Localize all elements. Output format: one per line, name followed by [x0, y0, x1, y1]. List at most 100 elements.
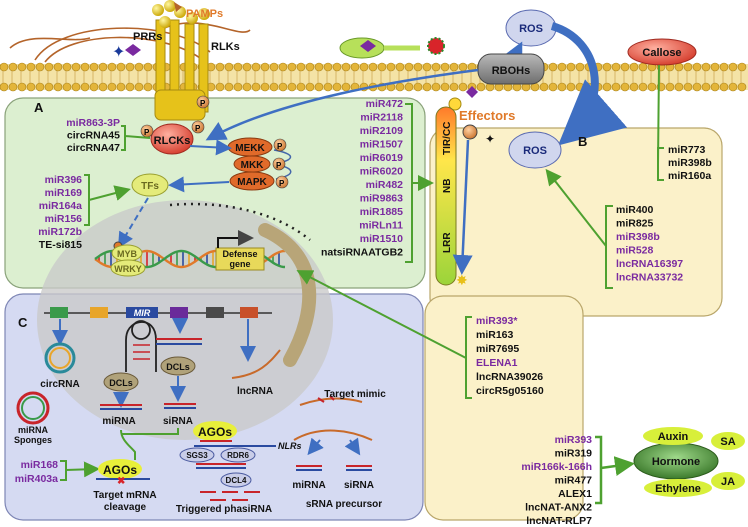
lipid-head — [296, 82, 306, 92]
lipid-head — [620, 82, 630, 92]
mekk-label: MEKK — [235, 143, 265, 154]
rlcks-label: RLCKs — [154, 135, 191, 147]
sa-label: SA — [720, 436, 735, 448]
phosphate-label: P — [276, 161, 282, 170]
lipid-head — [458, 82, 468, 92]
nlrs-label: NLRs — [278, 441, 302, 451]
lipid-head — [737, 62, 747, 72]
precursor-to-mirna-arrow — [307, 437, 324, 456]
panel-b-letter: B — [578, 134, 587, 149]
phosphate-icon — [273, 138, 287, 152]
mirna-label: miRNA — [102, 416, 135, 427]
lipid-head — [134, 82, 144, 92]
rdr6-label: RDR6 — [227, 451, 249, 460]
nb-label: NB — [442, 179, 453, 193]
rna-label: miR9863 — [360, 193, 403, 205]
phosphate-icon — [272, 157, 286, 171]
lipid-head — [287, 62, 297, 72]
pathogen-vesicle — [339, 37, 385, 59]
sa-node — [711, 432, 745, 450]
lipid-head — [422, 82, 432, 92]
tfs-to-gene-arrow — [117, 197, 149, 249]
panel-b-lower-background — [424, 295, 584, 521]
circrna-inner-icon — [49, 347, 71, 369]
panel-b-group2: miR400miR825miR398bmiR528lncRNA16397lncR… — [616, 204, 683, 284]
dcl4-label: DCL4 — [226, 476, 247, 485]
mapk-label: MAPK — [237, 177, 267, 188]
lipid-head — [458, 62, 468, 72]
ros-cycle-arrow — [550, 22, 628, 146]
rna-label: miR400 — [616, 204, 654, 216]
sgs3-node — [179, 447, 215, 463]
defense-gene-box — [215, 247, 265, 271]
lipid-head — [80, 62, 90, 72]
lipid-head — [89, 62, 99, 72]
lipid-head — [692, 82, 702, 92]
rna-label: miR393 — [555, 434, 593, 446]
tfs-label: TFs — [141, 181, 159, 192]
hormone-bracket — [595, 435, 630, 505]
lipid-head — [17, 62, 27, 72]
lipid-head — [305, 82, 315, 92]
mirna-to-agos-arrow — [120, 429, 136, 460]
rna-label: miR398b — [668, 157, 712, 169]
mirna-bottom-label: miRNA — [292, 480, 325, 491]
rna-label: circR5g05160 — [476, 385, 544, 397]
lipid-head — [125, 82, 135, 92]
lipid-head — [143, 62, 153, 72]
lipid-head — [719, 62, 729, 72]
mirna-sponge-inner — [21, 396, 45, 420]
pamps-label: PAMPs — [186, 8, 223, 20]
lipid-head — [449, 62, 459, 72]
lipid-head — [449, 82, 459, 92]
hairpin-stem — [133, 344, 150, 360]
lipid-head — [728, 62, 738, 72]
target-mimic-pair — [317, 395, 335, 403]
rna-label: miR398b — [616, 231, 660, 243]
lipid-head — [17, 82, 27, 92]
mapk-node — [229, 171, 275, 191]
defense-bracket — [300, 272, 472, 399]
lipid-head — [134, 62, 144, 72]
lipid-head — [251, 62, 261, 72]
wrky-label: WRKY — [114, 264, 142, 274]
lipid-head — [611, 82, 621, 92]
phosphate-icon — [191, 120, 205, 134]
sirna-to-agos-bracket — [121, 428, 179, 435]
lncrna-label: lncRNA — [237, 386, 273, 397]
lipid-head — [395, 82, 405, 92]
lipid-head — [557, 62, 567, 72]
lipid-head — [53, 82, 63, 92]
target-mimic-strand — [299, 397, 363, 406]
gene-block — [170, 307, 188, 318]
lipid-head — [431, 62, 441, 72]
sirna-label: siRNA — [163, 416, 193, 427]
rna-label: miR773 — [668, 144, 706, 156]
lipid-head — [701, 82, 711, 92]
lipid-head — [296, 62, 306, 72]
lipid-head — [71, 62, 81, 72]
lipid-head — [701, 62, 711, 72]
lipid-head — [341, 82, 351, 92]
lipid-head — [251, 82, 261, 92]
lipid-head — [305, 62, 315, 72]
lipid-head — [116, 62, 126, 72]
lipid-head — [53, 62, 63, 72]
effector-ball — [462, 124, 478, 140]
mir-label: MIR — [134, 308, 151, 318]
lipid-head — [737, 82, 747, 92]
lipid-head — [719, 82, 729, 92]
mir-hairpin — [125, 321, 157, 372]
lipid-head — [629, 62, 639, 72]
diamond-icon — [360, 40, 376, 52]
srna-precursor-strand — [293, 429, 373, 441]
effector-cluster — [427, 37, 445, 55]
phosphate-label: P — [279, 179, 285, 188]
lipid-head — [476, 82, 486, 92]
lipid-head — [314, 82, 324, 92]
dcl4-node — [220, 472, 252, 488]
